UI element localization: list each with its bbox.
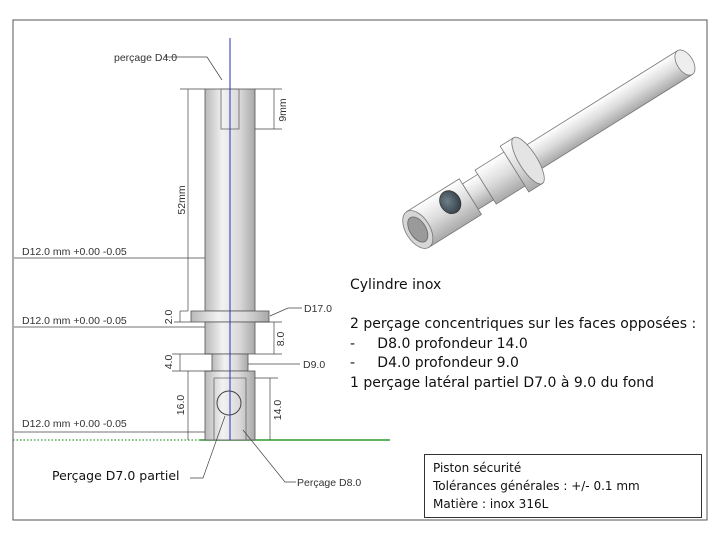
dim-length-52: 52mm xyxy=(176,185,188,214)
description-line-2: - D8.0 profondeur 14.0 xyxy=(350,335,528,352)
description-spacer xyxy=(350,296,696,316)
iso-bottom-bore xyxy=(407,216,429,243)
title-block-tolerances: Tolérances générales : +/- 0.1 mm xyxy=(433,479,640,493)
label-percage-d7: Perçage D7.0 partiel xyxy=(52,468,180,483)
dimension-lines xyxy=(14,56,302,483)
description-line-4: 1 perçage latéral partiel D7.0 à 9.0 du … xyxy=(350,374,655,391)
dim-len-8: 8.0 xyxy=(275,332,287,347)
dim-d12-middle: D12.0 mm +0.00 -0.05 xyxy=(22,315,127,327)
iso-collar-face xyxy=(511,136,545,185)
dim-percage-d4: perçage D4.0 xyxy=(114,52,177,64)
part-side-view xyxy=(190,38,270,441)
description-line-1: 2 perçage concentriques sur les faces op… xyxy=(350,316,697,332)
dim-depth-9: 9mm xyxy=(277,98,289,122)
dim-percage-d8: Perçage D8.0 xyxy=(297,477,361,489)
dim-d9: D9.0 xyxy=(303,359,325,371)
iso-lateral-hole xyxy=(439,190,462,215)
iso-upper-shaft xyxy=(520,50,693,174)
dim-len-16: 16.0 xyxy=(175,395,187,416)
dim-len-2: 2.0 xyxy=(163,310,175,325)
lateral-hole-d7 xyxy=(216,390,242,416)
dim-d17: D17.0 xyxy=(304,303,332,315)
description-line-3: - D4.0 profondeur 9.0 xyxy=(350,355,519,371)
dim-d12-lower: D12.0 mm +0.00 -0.05 xyxy=(22,418,127,430)
description-block: Cylindre inox 2 perçage concentriques su… xyxy=(350,276,696,393)
iso-shaft-end xyxy=(674,49,696,76)
title-block-material: Matière : inox 316L xyxy=(433,497,549,511)
title-block: Piston sécurité Tolérances générales : +… xyxy=(424,454,702,518)
sheet-frame xyxy=(12,19,708,521)
title-block-name: Piston sécurité xyxy=(433,461,522,475)
part-3d-view xyxy=(402,49,696,249)
description-title: Cylindre inox xyxy=(350,277,442,293)
dim-len-4: 4.0 xyxy=(163,355,175,370)
dim-d12-upper: D12.0 mm +0.00 -0.05 xyxy=(22,246,127,258)
dim-len-14: 14.0 xyxy=(272,400,284,421)
